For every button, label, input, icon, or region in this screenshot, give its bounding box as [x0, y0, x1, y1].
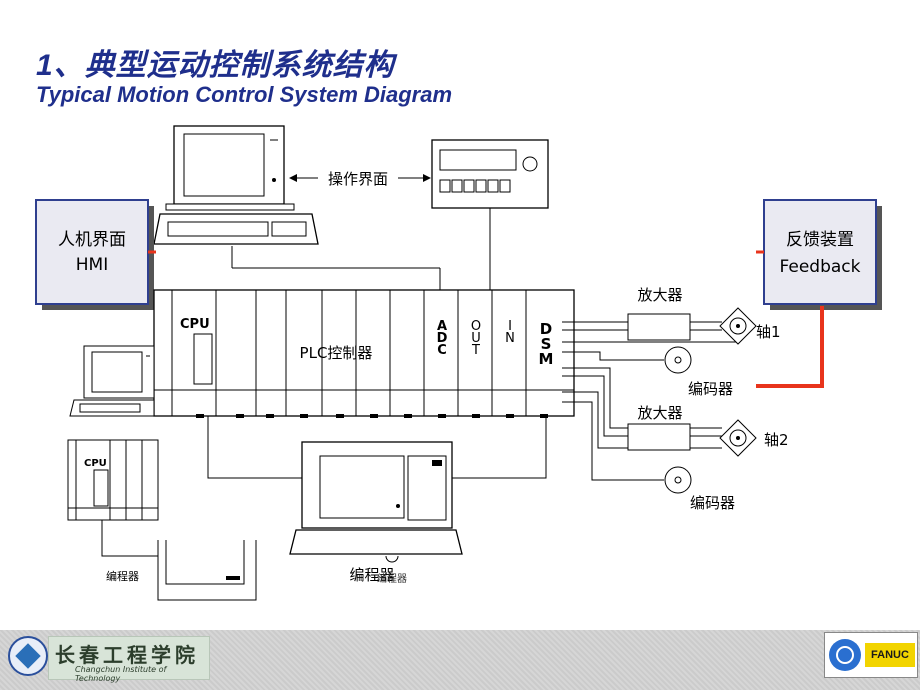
- amplifier-2-label: 放大器: [637, 404, 682, 422]
- adc-letter-1: A: [437, 319, 447, 334]
- feedback-box: [763, 199, 877, 305]
- operator-panel-icon: [431, 139, 549, 209]
- feedback-label-en: Feedback: [780, 257, 861, 277]
- motor-1-icon: [719, 307, 757, 345]
- dsm-letter-2: S: [541, 335, 552, 353]
- workstation-icon: [153, 125, 319, 245]
- hmi-label-zh: 人机界面: [58, 230, 126, 250]
- left-plc-rack-icon: [67, 439, 159, 521]
- motion-control-diagram: 操作界面 人机界面 HMI 反馈装置 Feedback: [35, 125, 882, 601]
- feedback-label-zh: 反馈装置: [786, 230, 854, 250]
- page-title: 1、典型运动控制系统结构: [36, 49, 395, 82]
- ge-fanuc-logo: FANUC: [824, 632, 918, 678]
- fanuc-brand: FANUC: [865, 643, 915, 667]
- page-subtitle: Typical Motion Control System Diagram: [36, 82, 453, 107]
- in-letter-2: N: [505, 331, 515, 346]
- axis-1-label: 轴1: [756, 323, 781, 341]
- hmi-box: [35, 199, 149, 305]
- school-name-cn: 长春工程学院: [55, 643, 199, 667]
- adc-letter-2: D: [437, 331, 448, 346]
- amplifier-2: [627, 423, 691, 451]
- footer-bar: 长春工程学院 Changchun Institute of Technology…: [0, 630, 920, 690]
- in-letter-1: I: [508, 319, 512, 334]
- left-workstation-icon: [69, 345, 155, 417]
- feedback-line: [756, 306, 824, 388]
- adc-letter-3: C: [437, 343, 447, 358]
- encoder-1-label: 编码器: [688, 380, 733, 398]
- programmer-laptop-icon: [289, 441, 463, 563]
- programmer-label: 编程器: [349, 566, 394, 584]
- plc-cpu-label: CPU: [180, 317, 210, 332]
- programmer-label-small: 编程器: [377, 572, 407, 585]
- encoder-2-label: 编码器: [690, 494, 735, 512]
- dsm-letter-3: M: [539, 350, 554, 368]
- encoder-2-icon: [664, 466, 692, 494]
- dsm-letter-1: D: [540, 320, 552, 338]
- out-letter-1: O: [471, 319, 481, 334]
- out-letter-3: T: [471, 343, 480, 358]
- encoder-1-icon: [664, 346, 692, 374]
- plc-controller-label: PLC控制器: [300, 344, 373, 362]
- hmi-label-en: HMI: [76, 255, 108, 275]
- school-name-en: Changchun Institute of Technology: [75, 665, 167, 683]
- amplifier-1: [627, 313, 691, 341]
- left-programmer-label: 编程器: [106, 569, 139, 583]
- school-logo: 长春工程学院 Changchun Institute of Technology: [48, 636, 210, 683]
- left-cpu-label: CPU: [84, 458, 107, 469]
- out-letter-2: U: [471, 331, 481, 346]
- plc-rack: [153, 289, 575, 418]
- amplifier-1-label: 放大器: [637, 286, 682, 304]
- motor-2-icon: [719, 419, 757, 457]
- axis-2-label: 轴2: [764, 431, 789, 449]
- left-programmer-icon: [157, 540, 257, 601]
- operator-interface-label: 操作界面: [328, 170, 388, 188]
- school-emblem-icon: [8, 636, 48, 676]
- ge-logo-icon: [829, 639, 861, 671]
